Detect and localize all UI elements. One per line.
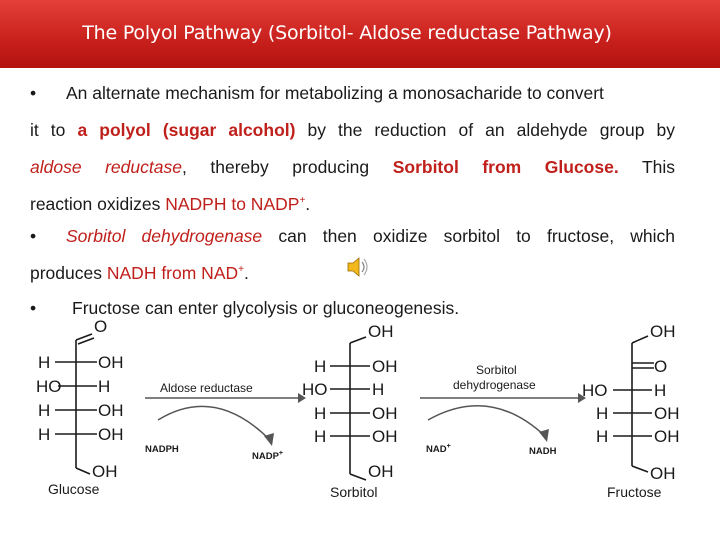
nadph-highlight: NADPH to NADP bbox=[165, 194, 300, 214]
svg-text:OH: OH bbox=[650, 322, 676, 341]
aldose-reductase-term: aldose reductase bbox=[30, 157, 182, 177]
p1-line-1: •An alternate mechanism for metabolizing… bbox=[30, 75, 675, 112]
svg-text:H: H bbox=[314, 404, 326, 423]
bullet: • bbox=[30, 226, 37, 246]
nadh-highlight: NADH from NAD bbox=[106, 263, 239, 283]
svg-text:OH: OH bbox=[368, 322, 394, 341]
sorbitol-label: Sorbitol bbox=[330, 484, 377, 500]
svg-text:OH: OH bbox=[372, 357, 398, 376]
svg-text:OH: OH bbox=[98, 401, 124, 420]
enzyme-aldose-reductase: Aldose reductase bbox=[160, 381, 253, 395]
svg-text:H: H bbox=[596, 427, 608, 446]
svg-text:OH: OH bbox=[372, 404, 398, 423]
paragraph-1: •An alternate mechanism for metabolizing… bbox=[30, 75, 675, 223]
glucose-structure bbox=[55, 333, 97, 475]
svg-text:HO: HO bbox=[36, 377, 62, 396]
glucose-labels: O H OH HO H H OH H OH OH bbox=[36, 317, 124, 481]
svg-text:H: H bbox=[38, 353, 50, 372]
fructose-labels: OH O HO H H OH H OH OH bbox=[582, 322, 680, 483]
p3-line-1: •Fructose can enter glycolysis or glucon… bbox=[30, 290, 675, 327]
p2-line-1: •Sorbitol dehydrogenase can then oxidize… bbox=[30, 218, 675, 255]
svg-text:H: H bbox=[372, 380, 384, 399]
p1-line-3: aldose reductase, thereby producing Sorb… bbox=[30, 157, 675, 177]
fructose-label: Fructose bbox=[607, 484, 662, 500]
svg-text:H: H bbox=[38, 401, 50, 420]
svg-text:H: H bbox=[98, 377, 110, 396]
svg-text:HO: HO bbox=[582, 381, 608, 400]
reaction-arrow-2 bbox=[420, 393, 586, 442]
p2-line-2: produces NADH from NAD+. bbox=[30, 263, 249, 283]
svg-text:OH: OH bbox=[98, 425, 124, 444]
cofactor-nad-plus: NAD+ bbox=[426, 443, 451, 455]
polyol-highlight: a polyol (sugar alcohol) bbox=[77, 120, 296, 140]
svg-text:H: H bbox=[314, 427, 326, 446]
svg-text:O: O bbox=[654, 357, 667, 376]
paragraph-2: •Sorbitol dehydrogenase can then oxidize… bbox=[30, 218, 675, 292]
sorbitol-labels: OH H OH HO H H OH H OH OH bbox=[302, 322, 398, 481]
bullet: • bbox=[30, 298, 37, 318]
svg-text:H: H bbox=[38, 425, 50, 444]
glucose-label: Glucose bbox=[48, 481, 100, 497]
svg-text:OH: OH bbox=[368, 462, 394, 481]
svg-text:OH: OH bbox=[654, 404, 680, 423]
glucose-top: O bbox=[94, 317, 107, 336]
svg-text:HO: HO bbox=[302, 380, 328, 399]
bullet: • bbox=[30, 83, 37, 103]
sorbitol-structure bbox=[330, 336, 370, 481]
svg-text:OH: OH bbox=[650, 464, 676, 483]
cofactor-nadph: NADPH bbox=[145, 444, 179, 455]
sorbitol-from-glucose: Sorbitol from Glucose. bbox=[392, 157, 619, 177]
slide-title: The Polyol Pathway (Sorbitol- Aldose red… bbox=[82, 22, 612, 44]
svg-text:H: H bbox=[314, 357, 326, 376]
fructose-structure bbox=[613, 335, 654, 473]
enzyme-sorbitol-dehydrogenase-l1: Sorbitol bbox=[476, 363, 517, 377]
p1-line-4: reaction oxidizes NADPH to NADP+. bbox=[30, 194, 311, 214]
paragraph-3: •Fructose can enter glycolysis or glucon… bbox=[30, 290, 675, 327]
enzyme-sorbitol-dehydrogenase-l2: dehydrogenase bbox=[453, 378, 536, 392]
svg-text:OH: OH bbox=[654, 427, 680, 446]
p1-line-2: it to a polyol (sugar alcohol) by the re… bbox=[30, 120, 675, 140]
cofactor-nadh: NADH bbox=[529, 446, 557, 457]
svg-text:OH: OH bbox=[98, 353, 124, 372]
sorbitol-dehydrogenase-term: Sorbitol dehydrogenase bbox=[66, 226, 263, 246]
reaction-arrow-1 bbox=[145, 393, 306, 446]
svg-text:H: H bbox=[596, 404, 608, 423]
svg-text:OH: OH bbox=[92, 462, 118, 481]
cofactor-nadp-plus: NADP+ bbox=[252, 450, 283, 462]
svg-text:OH: OH bbox=[372, 427, 398, 446]
svg-text:H: H bbox=[654, 381, 666, 400]
title-bar: The Polyol Pathway (Sorbitol- Aldose red… bbox=[0, 0, 720, 68]
